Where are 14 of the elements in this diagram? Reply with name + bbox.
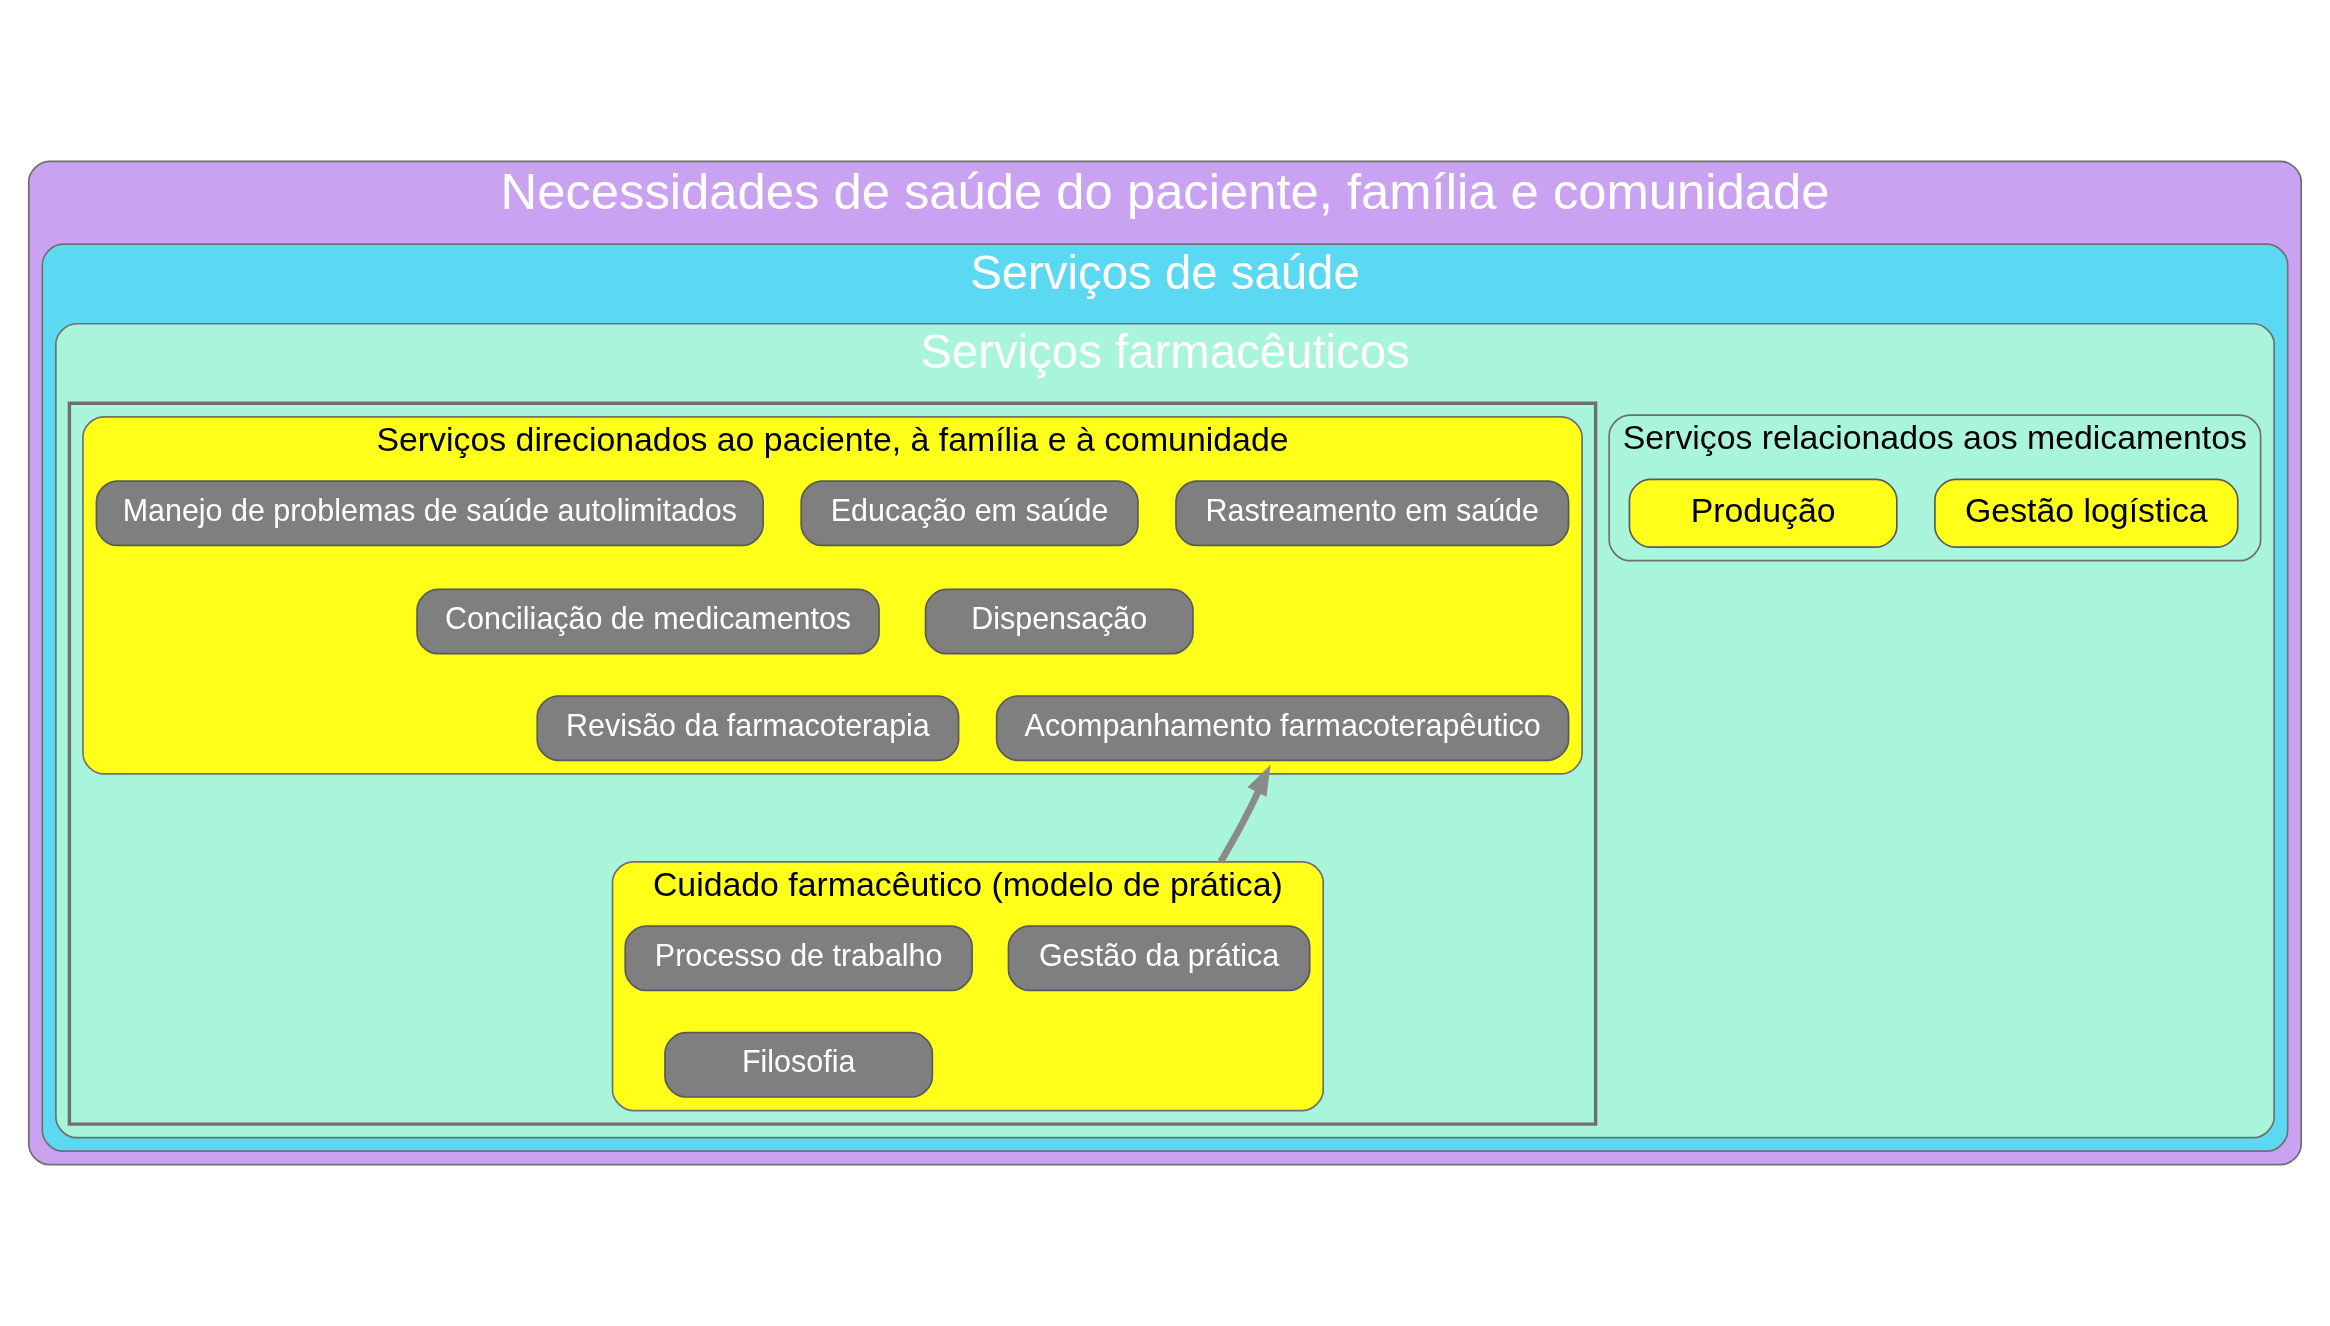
node-box: Gestão da prática: [1007, 925, 1311, 992]
node-box: Revisão da farmacoterapia: [536, 695, 960, 762]
node-box: Filosofia: [664, 1031, 934, 1098]
node-box: Manejo de problemas de saúde autolimitados: [95, 480, 764, 547]
node-box: Rastreamento em saúde: [1175, 480, 1570, 547]
node-box: Educação em saúde: [800, 480, 1139, 547]
node-box: Acompanhamento farmacoterapêutico: [995, 695, 1570, 762]
node-box: Conciliação de medicamentos: [416, 588, 880, 655]
node-box: Gestão logística: [1934, 478, 2239, 548]
node-box: Processo de trabalho: [624, 925, 973, 992]
cluster: [67, 401, 1598, 1126]
node-box: Dispensação: [924, 588, 1194, 655]
arrow: [1217, 764, 1271, 864]
node-box: Produção: [1628, 478, 1898, 548]
